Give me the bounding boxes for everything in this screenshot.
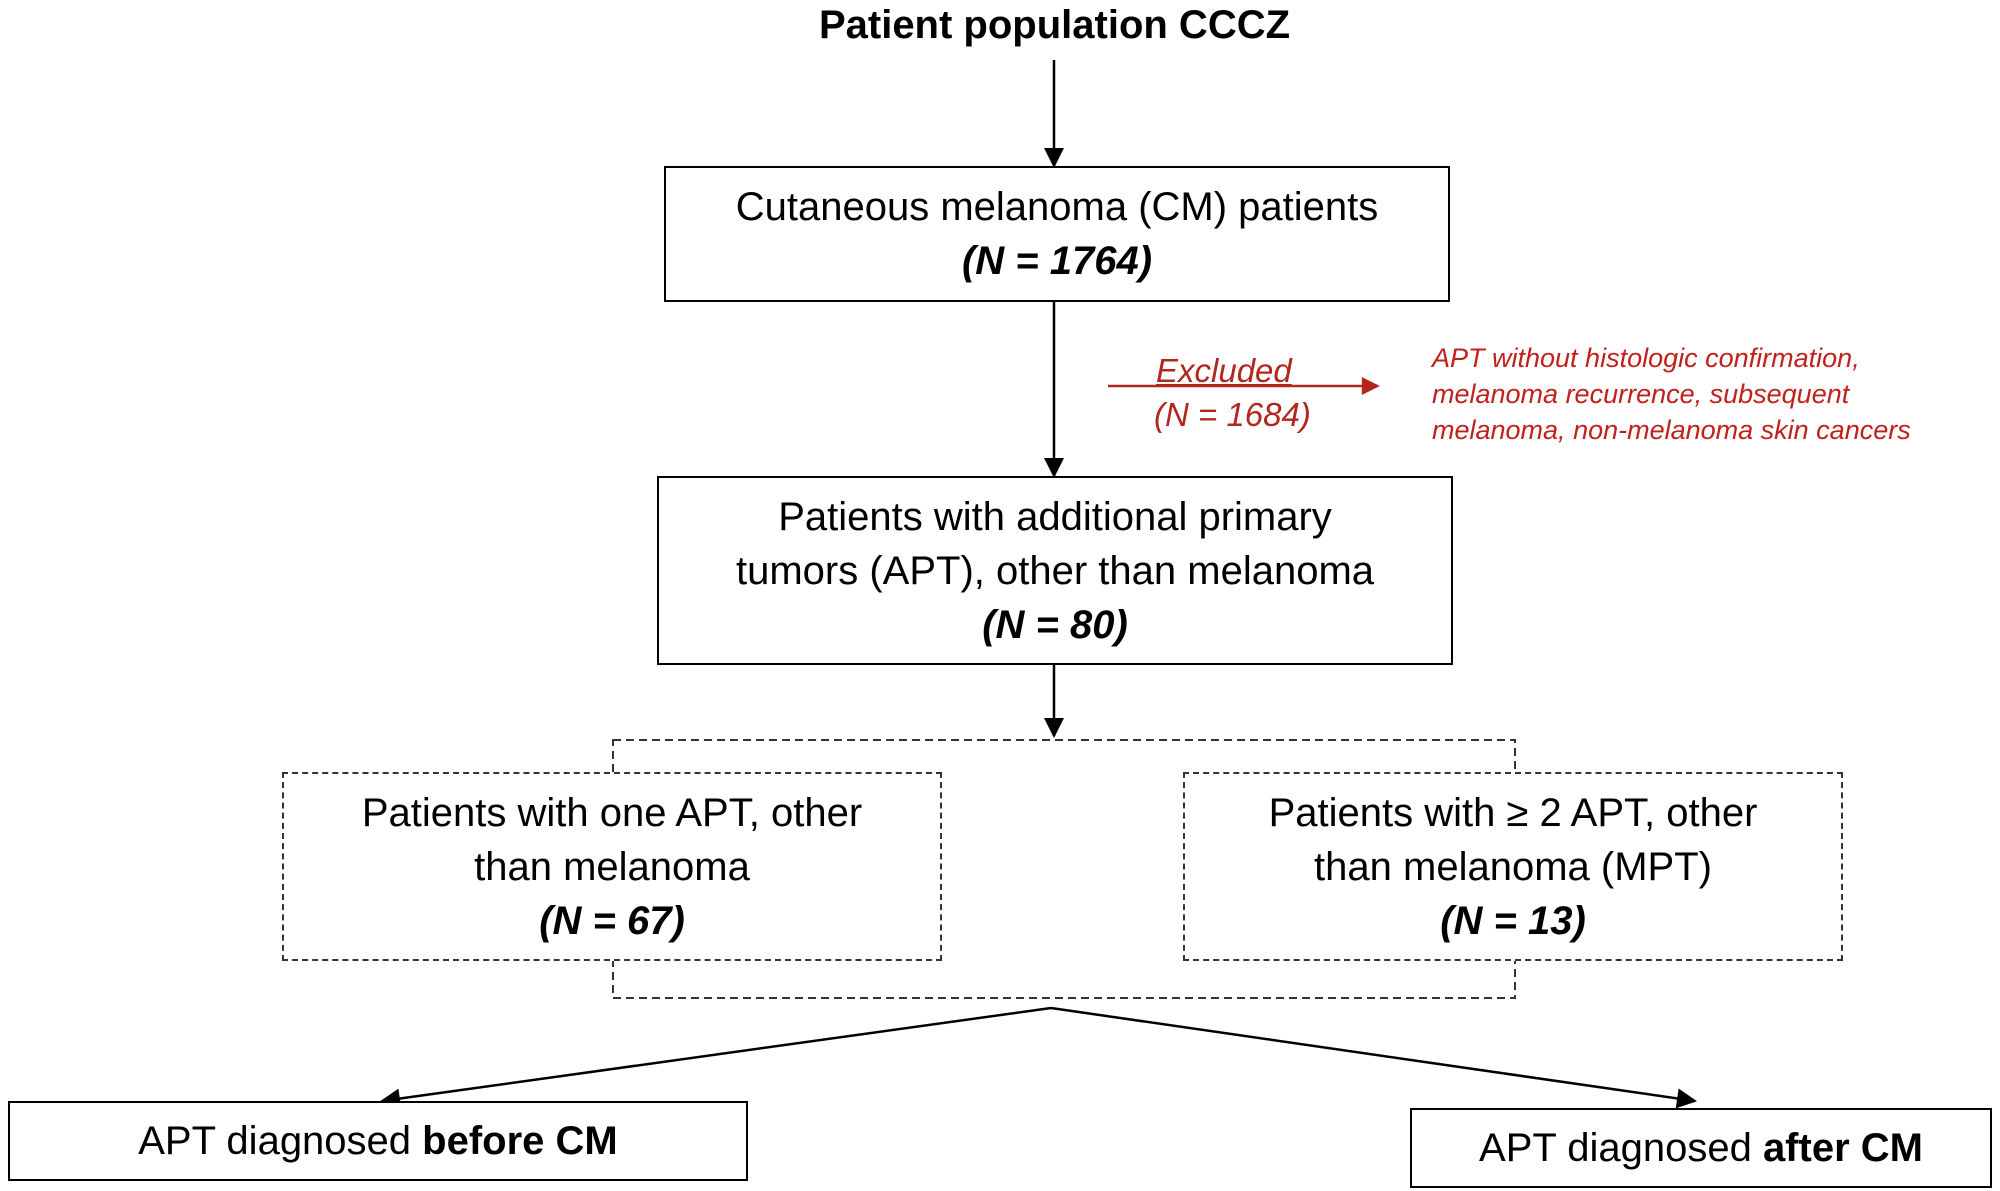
exclusion-reasons: APT without histologic confirmation, mel… (1432, 340, 1911, 448)
apt-after-emphasis: after CM (1762, 1126, 1923, 1170)
apt-patients-count: (N = 80) (982, 602, 1128, 647)
cm-patients-count: (N = 1764) (961, 239, 1153, 283)
apt-before-emphasis: before CM (422, 1119, 618, 1163)
apt-patients-label-line1: Patients with additional primary (778, 494, 1332, 539)
one-apt-label-line1: Patients with one APT, other (361, 790, 863, 835)
arrow-to-before (380, 1006, 1052, 1109)
cm-patients-box: Cutaneous melanoma (CM) patients (N = 17… (664, 166, 1450, 302)
apt-before-cm-box: APT diagnosed before CM (8, 1101, 748, 1181)
arrow-to-after (1050, 1006, 1697, 1109)
exclusion-reason-line: melanoma, non-melanoma skin cancers (1432, 415, 1911, 445)
apt-patients-label-line2: tumors (APT), other than melanoma (735, 548, 1375, 593)
multi-apt-label-line1: Patients with ≥ 2 APT, other (1268, 790, 1758, 835)
apt-after-cm-box: APT diagnosed after CM (1410, 1108, 1992, 1188)
cm-patients-label: Cutaneous melanoma (CM) patients (735, 185, 1379, 229)
one-apt-box: Patients with one APT, other than melano… (282, 772, 942, 961)
exclusion-reason-line: APT without histologic confirmation, (1432, 343, 1860, 373)
apt-before-prefix: APT diagnosed (138, 1119, 423, 1163)
multi-apt-box: Patients with ≥ 2 APT, other than melano… (1183, 772, 1843, 961)
apt-after-prefix: APT diagnosed (1479, 1126, 1763, 1170)
one-apt-label-line2: than melanoma (474, 844, 750, 889)
one-apt-count: (N = 67) (539, 898, 685, 943)
excluded-label: Excluded (1156, 352, 1292, 389)
excluded-count: (N = 1684) (1154, 396, 1311, 433)
exclusion-reason-line: melanoma recurrence, subsequent (1432, 379, 1850, 409)
diagram-title: Patient population CCCZ (818, 3, 1291, 47)
apt-patients-box: Patients with additional primary tumors … (657, 476, 1453, 665)
multi-apt-label-line2: than melanoma (MPT) (1314, 844, 1712, 889)
multi-apt-count: (N = 13) (1440, 898, 1586, 943)
